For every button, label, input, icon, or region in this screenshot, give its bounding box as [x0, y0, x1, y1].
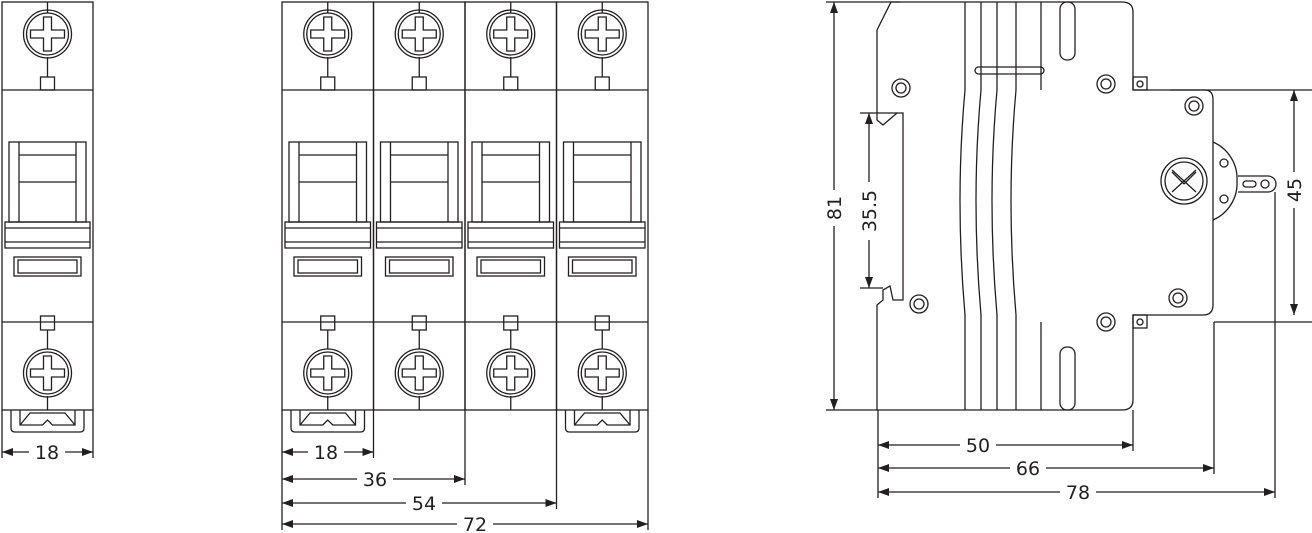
- dimension-label: 45: [1284, 178, 1306, 202]
- width-dimension-4-pole: 72: [282, 514, 648, 533]
- toggle-handle: [284, 141, 372, 249]
- side-rib-lines: [959, 2, 1042, 410]
- dimension-label: 66: [1016, 458, 1040, 480]
- breaker-pole: [464, 1, 558, 411]
- dimension-label: 50: [966, 435, 990, 457]
- side-slot-top: [1059, 1, 1076, 61]
- terminal-screw-icon: [577, 9, 627, 59]
- indicator-window: [13, 256, 82, 277]
- toggle-handle: [4, 141, 91, 249]
- side-slot-bottom: [1059, 346, 1076, 411]
- front-views: [1, 1, 649, 433]
- terminal-screw-icon: [303, 9, 353, 59]
- breaker-pole: [1, 1, 94, 433]
- dimension-label: 18: [35, 442, 59, 464]
- toggle-handle: [467, 141, 555, 249]
- width-dimension-1-pole: 18: [282, 442, 374, 464]
- width-dimension-3-pole: 54: [282, 493, 557, 515]
- breaker-pole: [555, 1, 649, 433]
- toggle-handle: [558, 141, 646, 249]
- front-height-dimension: 45: [1284, 90, 1306, 315]
- side-body-outline: [876, 1, 1214, 411]
- terminal-screw-icon: [22, 348, 73, 398]
- din-rail-dimension: 35.5: [859, 113, 881, 288]
- dimension-label: 72: [463, 514, 487, 533]
- terminal-screw-icon: [394, 348, 444, 398]
- terminal-screw-icon: [303, 348, 353, 398]
- side-rivets: [891, 74, 1204, 332]
- dimension-label: 81: [824, 196, 846, 220]
- din-clip: [290, 410, 366, 433]
- dimension-label: 54: [412, 493, 436, 515]
- height-dimension: 81: [824, 2, 846, 410]
- terminal-screw-icon: [394, 9, 444, 59]
- depth-dimension-78: 78: [878, 482, 1275, 504]
- side-terminal-screw: [1160, 141, 1277, 221]
- indicator-window: [476, 256, 546, 277]
- breaker-pole: [281, 1, 375, 433]
- side-view: [876, 1, 1277, 411]
- indicator-window: [567, 256, 637, 277]
- dimension-label: 18: [314, 442, 338, 464]
- depth-dimension-66: 66: [878, 458, 1214, 480]
- width-dimension-single: 18: [2, 442, 93, 464]
- terminal-screw-icon: [577, 348, 627, 398]
- breaker-pole: [372, 1, 466, 411]
- indicator-window: [384, 256, 454, 277]
- side-slot: [974, 66, 1045, 75]
- terminal-screw-icon: [486, 348, 536, 398]
- din-clip: [564, 410, 640, 433]
- terminal-screw-icon: [486, 9, 536, 59]
- depth-dimension-50: 50: [878, 435, 1133, 457]
- width-dimension-2-pole: 36: [282, 469, 465, 491]
- dimension-label: 36: [363, 469, 387, 491]
- dimension-label: 35.5: [859, 190, 881, 232]
- terminal-screw-icon: [22, 9, 73, 59]
- indicator-window: [293, 256, 363, 277]
- toggle-handle: [375, 141, 463, 249]
- dimension-label: 78: [1066, 482, 1090, 504]
- din-clip: [10, 410, 85, 433]
